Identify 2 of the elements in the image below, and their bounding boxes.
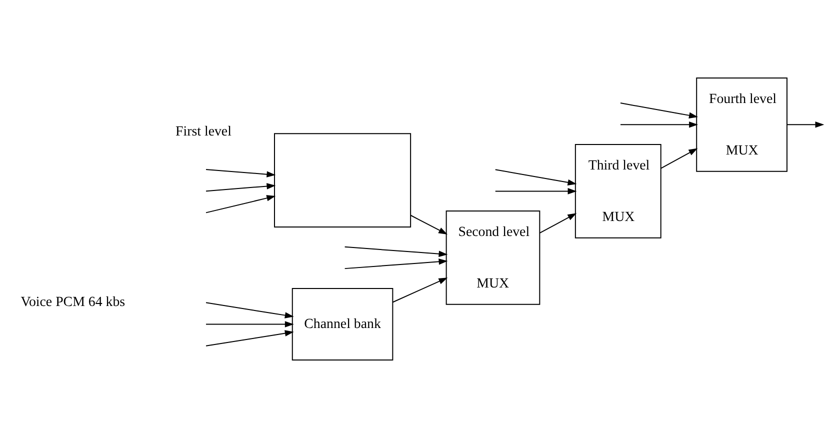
label: First level <box>176 124 232 140</box>
label: Voice PCM 64 kbs <box>20 295 126 310</box>
